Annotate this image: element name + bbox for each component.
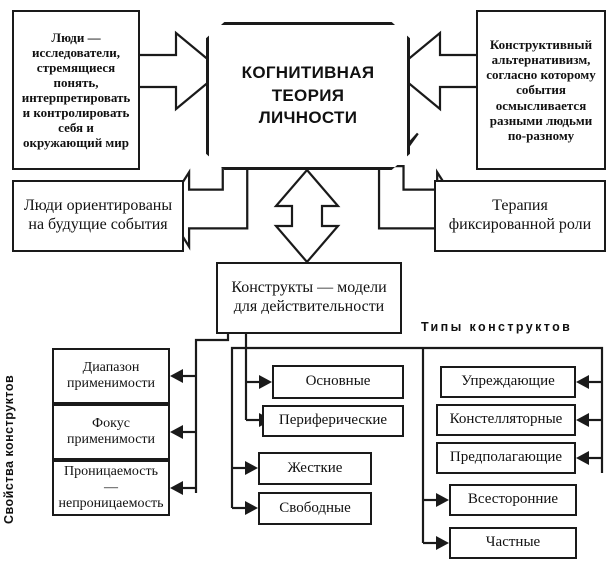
box-peripheral-constructs: Периферические — [262, 405, 404, 437]
box-range-of-convenience-label: Диапазон применимости — [66, 359, 156, 391]
box-comprehensive-constructs: Всесторонние — [449, 484, 577, 516]
arrow-left-icon — [170, 481, 183, 495]
box-constellatory-constructs-label: Констелляторные — [449, 411, 563, 428]
box-loose-constructs: Свободные — [258, 492, 372, 525]
box-preemptive-constructs-label: Упреждающие — [461, 373, 555, 390]
arrow-left-icon — [170, 425, 183, 439]
box-core-constructs-label: Основные — [305, 373, 371, 390]
arrow-right-icon — [259, 375, 272, 389]
box-constellatory-constructs: Констелляторные — [436, 404, 576, 436]
box-propositional-constructs-label: Предполагающие — [449, 449, 563, 466]
box-permeability-label: Проницаемость — непроницаемость — [58, 463, 164, 512]
box-tight-constructs-label: Жесткие — [287, 459, 343, 476]
arrow-left-icon — [576, 451, 589, 465]
box-preemptive-constructs: Упреждающие — [440, 366, 576, 398]
box-comprehensive-constructs-label: Всесторонние — [467, 491, 559, 508]
box-constructs-label: Конструкты — модели для действительности — [231, 279, 387, 315]
box-future-oriented-label: Люди ориентированы на будущие события — [23, 197, 173, 233]
box-incidental-constructs-label: Частные — [485, 534, 541, 551]
group-label-construct-types: Типы конструктов — [421, 320, 572, 334]
center-line-1: КОГНИТИВНАЯ — [241, 63, 375, 83]
arrow-left-icon — [170, 369, 183, 383]
group-label-construct-properties: Свойства конструктов — [2, 375, 16, 524]
box-range-of-convenience: Диапазон применимости — [52, 348, 170, 404]
box-constructs: Конструкты — модели для действительности — [216, 262, 402, 334]
box-incidental-constructs: Частные — [449, 527, 577, 559]
box-peripheral-constructs-label: Периферические — [278, 412, 388, 429]
arrow-up-down-icon — [273, 168, 341, 264]
box-propositional-constructs: Предполагающие — [436, 442, 576, 474]
box-fixed-role-therapy-label: Терапия фиксированной роли — [448, 197, 592, 233]
center-line-3: ЛИЧНОСТИ — [258, 108, 358, 128]
arrow-left-icon — [576, 413, 589, 427]
box-permeability: Проницаемость — непроницаемость — [52, 460, 170, 516]
arrow-right-icon — [245, 501, 258, 515]
arrow-left-icon — [576, 375, 589, 389]
box-future-oriented: Люди ориентированы на будущие события — [12, 180, 184, 252]
arrow-right-icon — [245, 461, 258, 475]
box-people-researchers: Люди — исследователи, стремящиеся понять… — [12, 10, 140, 170]
arrow-right-icon — [436, 536, 449, 550]
box-fixed-role-therapy: Терапия фиксированной роли — [434, 180, 606, 252]
group-label-construct-types-text: Типы конструктов — [421, 320, 573, 334]
center-line-2: ТЕОРИЯ — [271, 85, 345, 105]
arrow-right-icon — [436, 493, 449, 507]
box-focus-of-convenience: Фокус применимости — [52, 404, 170, 460]
box-tight-constructs: Жесткие — [258, 452, 372, 485]
box-focus-of-convenience-label: Фокус применимости — [66, 415, 156, 447]
box-constructive-alternativism: Конструктивный альтернативизм, согласно … — [476, 10, 606, 170]
box-central-theory-label: КОГНИТИВНАЯ ТЕОРИЯ ЛИЧНОСТИ — [242, 62, 375, 129]
box-core-constructs: Основные — [272, 365, 404, 399]
box-people-researchers-label: Люди — исследователи, стремящиеся понять… — [21, 29, 131, 151]
box-constructive-alternativism-label: Конструктивный альтернативизм, согласно … — [486, 37, 596, 143]
box-loose-constructs-label: Свободные — [279, 499, 351, 516]
group-label-construct-properties-text: Свойства конструктов — [2, 374, 16, 524]
box-central-theory: КОГНИТИВНАЯ ТЕОРИЯ ЛИЧНОСТИ — [206, 22, 410, 170]
